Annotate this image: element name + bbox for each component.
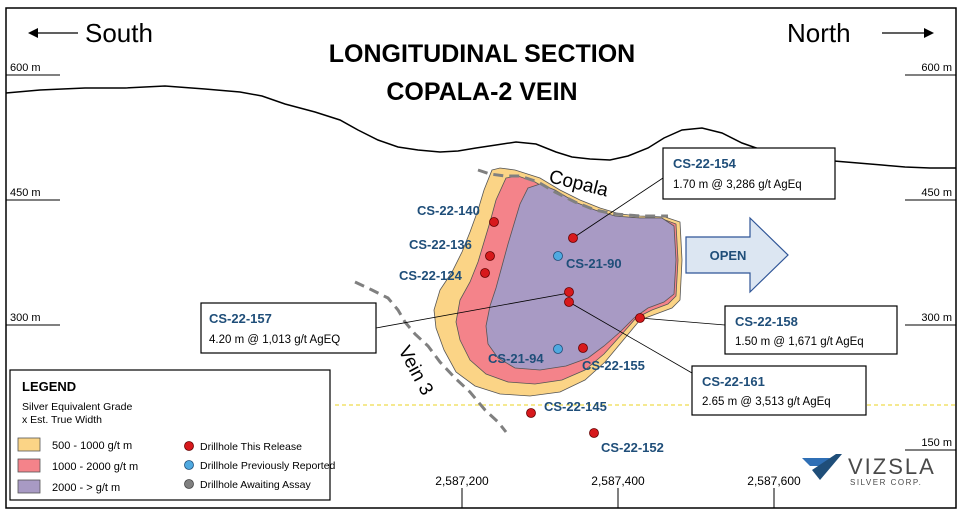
vizsla-logo: VIZSLA SILVER CORP. (802, 454, 936, 487)
hole-label-cs22-152: CS-22-152 (601, 440, 664, 455)
direction-north: North (787, 18, 851, 48)
logo-chevron-icon (812, 454, 842, 480)
legend-label-this-release: Drillhole This Release (200, 441, 302, 453)
leader-cs22-161 (568, 301, 693, 374)
drillhole-cs22-158[interactable] (635, 313, 645, 323)
drillhole-cs22-124[interactable] (480, 268, 490, 278)
drillhole-cs22-140[interactable] (489, 217, 499, 227)
vein-3-trace (354, 280, 508, 433)
legend-swatch-500-1000 (17, 437, 41, 452)
callout-name: CS-22-158 (735, 314, 798, 329)
legend-label-500-1000: 500 - 1000 g/t m (52, 440, 132, 452)
callout-name: CS-22-161 (702, 374, 765, 389)
legend-symbol-this-release (184, 441, 194, 451)
legend-symbol-previously-reported (184, 460, 194, 470)
elev-label-300-right: 300 m (921, 312, 952, 324)
legend-swatch-1000-2000 (17, 458, 41, 473)
drillhole-cs22-161[interactable] (564, 297, 574, 307)
elev-label-600-right: 600 m (921, 62, 952, 74)
open-label: OPEN (710, 248, 747, 263)
hole-label-cs22-155: CS-22-155 (582, 358, 645, 373)
hole-label-cs21-90: CS-21-90 (566, 256, 622, 271)
hole-label-cs22-136: CS-22-136 (409, 237, 472, 252)
legend-title: LEGEND (22, 379, 76, 394)
legend: LEGEND Silver Equivalent Grade x Est. Tr… (9, 369, 336, 501)
callout-name: CS-22-157 (209, 311, 272, 326)
elev-label-600-left: 600 m (10, 62, 41, 74)
legend-label-1000-2000: 1000 - 2000 g/t m (52, 461, 138, 473)
leader-cs22-154 (572, 177, 664, 239)
drillhole-cs21-90[interactable] (553, 251, 563, 261)
legend-label-awaiting-assay: Drillhole Awaiting Assay (200, 479, 311, 491)
arrow-right-icon (924, 28, 934, 38)
legend-symbol-awaiting-assay (184, 479, 194, 489)
title-line-2: COPALA-2 VEIN (386, 78, 577, 106)
elev-label-450-left: 450 m (10, 187, 41, 199)
legend-subtitle-1: Silver Equivalent Grade (22, 401, 132, 413)
callout-value: 1.50 m @ 1,671 g/t AgEq (735, 336, 864, 348)
logo-tagline: SILVER CORP. (850, 478, 922, 487)
legend-label-previously-reported: Drillhole Previously Reported (200, 460, 336, 472)
callout-name: CS-22-154 (673, 156, 737, 171)
zone-2000-plus (485, 183, 677, 371)
copala-vein-trace (477, 168, 668, 218)
direction-south: South (85, 18, 153, 48)
elev-label-300-left: 300 m (10, 312, 41, 324)
leader-cs22-158 (639, 317, 726, 326)
drillhole-cs22-152[interactable] (589, 428, 599, 438)
callout-cs22-154: CS-22-154 1.70 m @ 3,286 g/t AgEq (662, 147, 836, 200)
easting-label-3: 2,587,600 (747, 474, 801, 488)
elev-label-450-right: 450 m (921, 187, 952, 199)
callout-value: 2.65 m @ 3,513 g/t AgEq (702, 396, 831, 408)
open-arrow (685, 216, 789, 294)
title-line-1: LONGITUDINAL SECTION (329, 40, 635, 68)
drillhole-cs22-157[interactable] (564, 287, 574, 297)
callout-value: 1.70 m @ 3,286 g/t AgEq (673, 179, 802, 191)
legend-swatch-2000-plus (17, 479, 41, 494)
leader-cs22-157 (375, 292, 570, 329)
drillhole-cs22-136[interactable] (485, 251, 495, 261)
map-frame (5, 7, 957, 509)
callout-cs22-161: CS-22-161 2.65 m @ 3,513 g/t AgEq (691, 365, 867, 416)
legend-label-2000-plus: 2000 - > g/t m (52, 482, 120, 494)
drillhole-cs21-94[interactable] (553, 344, 563, 354)
drillhole-cs22-155[interactable] (578, 343, 588, 353)
hole-label-cs21-94: CS-21-94 (488, 351, 544, 366)
logo-mark-icon (802, 458, 830, 466)
logo-name: VIZSLA (848, 454, 936, 479)
drillhole-cs22-154[interactable] (568, 233, 578, 243)
easting-label-1: 2,587,200 (435, 474, 489, 488)
easting-label-2: 2,587,400 (591, 474, 645, 488)
arrow-left-icon (28, 28, 38, 38)
hole-label-cs22-140: CS-22-140 (417, 203, 480, 218)
legend-subtitle-2: x Est. True Width (22, 414, 102, 426)
hole-label-cs22-145: CS-22-145 (544, 399, 607, 414)
callout-value: 4.20 m @ 1,013 g/t AgEQ (209, 334, 340, 346)
callout-cs22-158: CS-22-158 1.50 m @ 1,671 g/t AgEq (724, 305, 898, 355)
drillhole-cs22-145[interactable] (526, 408, 536, 418)
hole-label-cs22-124: CS-22-124 (399, 268, 463, 283)
elev-label-150-right: 150 m (921, 437, 952, 449)
legend-box (9, 369, 331, 501)
callout-cs22-157: CS-22-157 4.20 m @ 1,013 g/t AgEQ (200, 302, 377, 354)
